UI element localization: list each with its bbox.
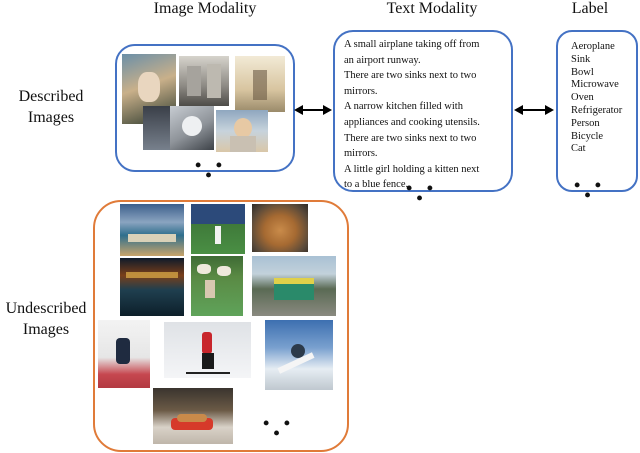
undescribed-photo-skier bbox=[164, 322, 251, 378]
header-text-modality: Text Modality bbox=[386, 0, 478, 17]
undescribed-photo-tennis bbox=[191, 204, 245, 254]
undescribed-photo-restaurant bbox=[120, 258, 184, 316]
header-image-modality: Image Modality bbox=[153, 0, 257, 17]
side-label-undescribed: Undescribed Images bbox=[0, 298, 92, 340]
label-item: Sink bbox=[571, 53, 591, 65]
undescribed-photo-animals bbox=[191, 256, 243, 316]
undescribed-photo-food bbox=[252, 204, 308, 252]
caption-line: There are two sinks next to two bbox=[344, 132, 477, 144]
caption-line: A little girl holding a kitten next bbox=[344, 163, 480, 175]
described-photo-6 bbox=[216, 110, 268, 152]
text-ellipsis: • • • bbox=[405, 178, 439, 208]
caption-line: There are two sinks next to two bbox=[344, 70, 477, 82]
arrow-text-label bbox=[514, 105, 554, 115]
label-item: Oven bbox=[571, 92, 594, 104]
caption-line: A narrow kitchen filled with bbox=[344, 101, 463, 113]
caption-line: an airport runway. bbox=[344, 54, 421, 66]
label-ellipsis: • • • bbox=[573, 175, 607, 205]
label-list: Aeroplane Sink Bowl Microwave Oven Refri… bbox=[571, 41, 633, 156]
label-item: Bowl bbox=[571, 66, 594, 78]
label-box bbox=[556, 30, 638, 192]
caption-list: A small airplane taking off from an airp… bbox=[344, 37, 506, 193]
arrow-image-text bbox=[294, 105, 332, 115]
label-item: Cat bbox=[571, 143, 586, 155]
described-photo-5 bbox=[170, 106, 214, 150]
label-item: Microwave bbox=[571, 79, 619, 91]
undescribed-photo-harbor bbox=[120, 204, 184, 256]
caption-line: mirrors. bbox=[344, 85, 378, 97]
side-label-described: Described Images bbox=[8, 86, 94, 128]
undescribed-photo-train bbox=[252, 256, 336, 316]
caption-line: to a blue fence. bbox=[344, 179, 409, 191]
undescribed-line1: Undescribed bbox=[5, 300, 87, 317]
caption-line: appliances and cooking utensils. bbox=[344, 116, 480, 128]
header-label: Label bbox=[571, 0, 609, 17]
described-line1: Described bbox=[18, 88, 84, 105]
undescribed-line2: Images bbox=[22, 321, 70, 338]
undescribed-photo-snowboarder bbox=[265, 320, 333, 390]
label-item: Person bbox=[571, 117, 600, 129]
label-item: Refrigerator bbox=[571, 104, 623, 116]
undescribed-ellipsis: • • • bbox=[262, 413, 296, 443]
label-item: Bicycle bbox=[571, 130, 604, 142]
described-photo-3 bbox=[235, 56, 285, 112]
caption-line: mirrors. bbox=[344, 148, 378, 160]
described-line2: Images bbox=[27, 109, 75, 126]
text-modality-box bbox=[333, 30, 513, 192]
undescribed-photo-hotdog bbox=[153, 388, 233, 444]
undescribed-photo-tennis-player bbox=[98, 320, 150, 388]
described-photo-2 bbox=[179, 56, 229, 106]
label-item: Aeroplane bbox=[571, 41, 615, 52]
described-ellipsis: • • • bbox=[194, 155, 228, 185]
caption-line: A small airplane taking off from bbox=[344, 39, 480, 50]
